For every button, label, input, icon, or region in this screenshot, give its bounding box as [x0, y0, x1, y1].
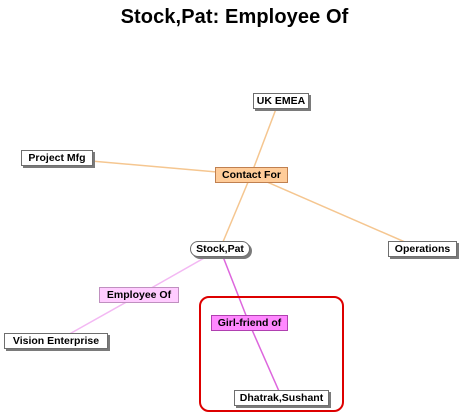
- selection-highlight-box: [199, 296, 344, 412]
- node-contact-for[interactable]: Contact For: [215, 167, 288, 183]
- node-employee-of[interactable]: Employee Of: [99, 287, 179, 303]
- page-title: Stock,Pat: Employee Of: [120, 6, 349, 28]
- edge-contact-uk-emea: [250, 100, 280, 176]
- node-dhatrak-sushant[interactable]: Dhatrak,Sushant: [234, 390, 329, 406]
- node-stock-pat[interactable]: Stock,Pat: [190, 241, 250, 257]
- node-vision-enterprise[interactable]: Vision Enterprise: [4, 333, 108, 349]
- edge-contact-operations: [250, 174, 422, 250]
- node-project-mfg[interactable]: Project Mfg: [21, 150, 93, 166]
- node-girlfriend-of[interactable]: Girl-friend of: [211, 315, 288, 331]
- node-operations[interactable]: Operations: [388, 241, 457, 257]
- edge-stock-contact: [219, 174, 252, 250]
- edge-girlfriend-dhatrak: [248, 322, 283, 399]
- node-uk-emea[interactable]: UK EMEA: [253, 93, 309, 109]
- edge-stock-girlfriend: [219, 248, 250, 324]
